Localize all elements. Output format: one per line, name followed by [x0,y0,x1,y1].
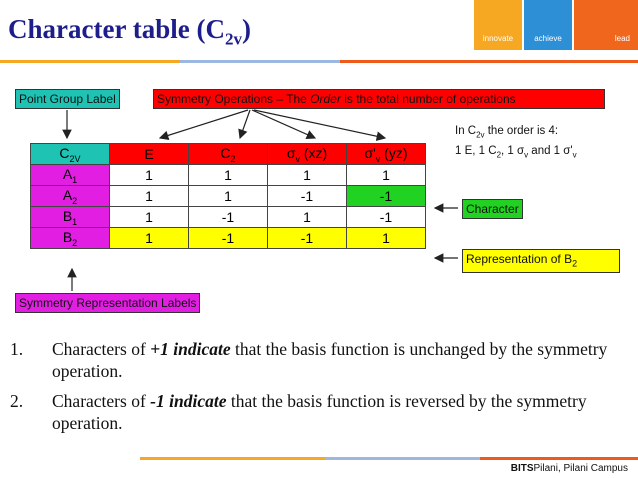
table-cell-representation: 1 [109,227,189,249]
brand-innovate: innovate [474,0,522,50]
list-item: 1.Characters of +1 indicate that the bas… [10,339,608,381]
table-cell: 1 [267,206,347,228]
row-label: A1 [30,164,110,186]
table-cell: -1 [267,185,347,207]
table-cell: 1 [188,164,268,186]
brand-achieve: achieve [524,0,572,50]
explanation-list: 1.Characters of +1 indicate that the bas… [10,338,620,442]
table-cell: 1 [109,206,189,228]
row-label: B2 [30,227,110,249]
table-cell: -1 [188,206,268,228]
header-sigma-v: σv (xz) [267,143,347,165]
table-cell: 1 [267,164,347,186]
list-item: 2.Characters of -1 indicate that the bas… [10,391,587,433]
footer-campus: BITSPilani, Pilani Campus [510,463,628,474]
table-cell: 1 [109,164,189,186]
header-sigma-v-prime: σ'v (yz) [346,143,426,165]
table-cell: -1 [346,206,426,228]
character-table: C2V E C2 σv (xz) σ'v (yz) A1 1 1 1 1 A2 … [30,143,426,249]
table-row: A1 1 1 1 1 [30,164,426,186]
table-cell: 1 [346,164,426,186]
table-cell-representation: -1 [267,227,347,249]
table-cell: 1 [188,185,268,207]
table-cell-representation: -1 [188,227,268,249]
character-label: Character [462,199,523,219]
order-note: In C2v the order is 4: 1 E, 1 C2, 1 σv a… [455,125,577,160]
point-group-label: Point Group Label [15,89,120,109]
header-c2: C2 [188,143,268,165]
header-e: E [109,143,189,165]
row-label: A2 [30,185,110,207]
row-label: B1 [30,206,110,228]
slide-title: Character table (C2v) [8,14,251,49]
table-row: B2 1 -1 -1 1 [30,227,426,249]
table-cell-representation: 1 [346,227,426,249]
brand-lead: lead [574,0,638,50]
table-row: B1 1 -1 1 -1 [30,206,426,228]
table-cell-character: -1 [346,185,426,207]
symmetry-representation-labels: Symmetry Representation Labels [15,293,201,313]
representation-label: Representation of B2 [462,249,620,274]
table-cell: 1 [109,185,189,207]
symmetry-operations-label: Symmetry Operations – The Order is the t… [153,89,605,109]
table-row: A2 1 1 -1 -1 [30,185,426,207]
table-header-row: C2V E C2 σv (xz) σ'v (yz) [30,143,426,165]
header-group: C2V [30,143,110,165]
